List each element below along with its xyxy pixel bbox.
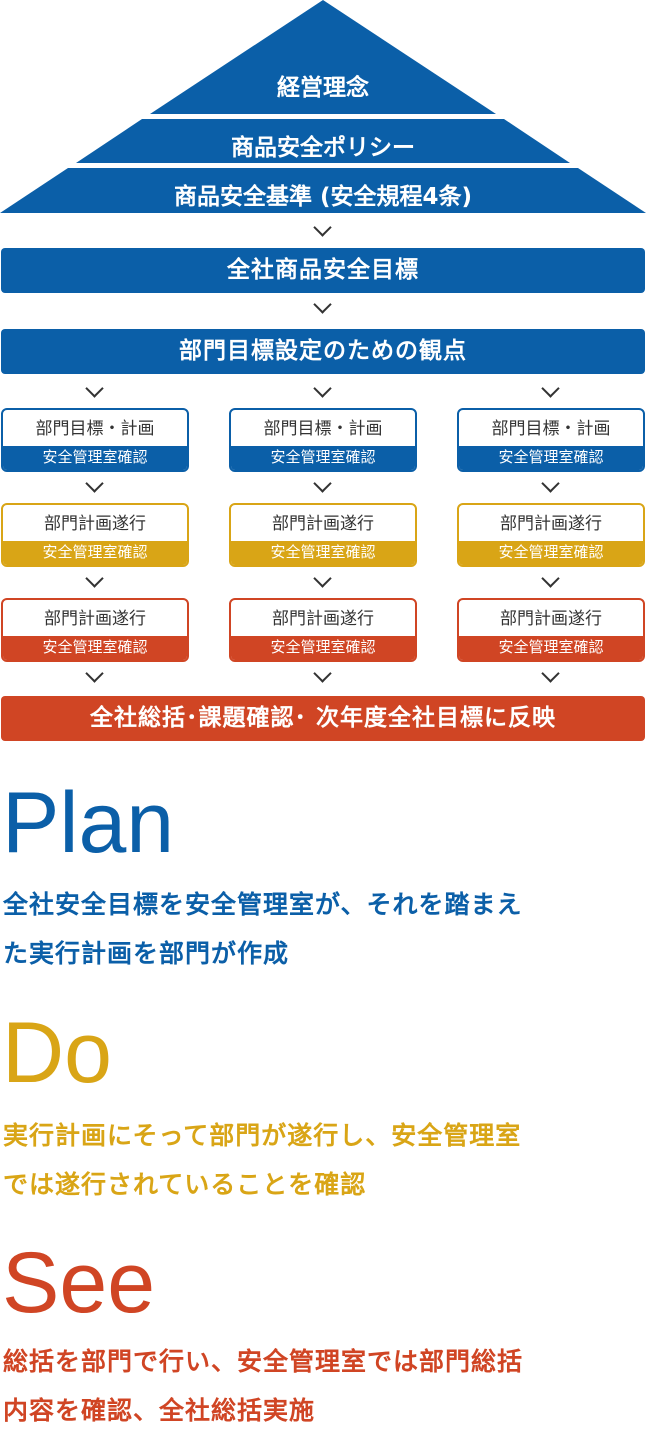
chevron-down-icon [541, 664, 560, 683]
step-title: 部門計画遂行 [500, 609, 602, 629]
pyramid [0, 0, 646, 213]
step-box: 部門目標・計画安全管理室確認 [1, 408, 189, 472]
chevron-down-icon [85, 664, 104, 683]
step-check: 安全管理室確認 [459, 446, 643, 470]
chevron-down-icon [313, 569, 332, 588]
step-box: 部門目標・計画安全管理室確認 [457, 408, 645, 472]
chevron-down-icon [313, 218, 332, 237]
desc-line: 内容を確認、全社総括実施 [3, 1396, 316, 1425]
chevron-down-icon [313, 664, 332, 683]
chevron-down-icon [85, 474, 104, 493]
chevron-down-icon [541, 474, 560, 493]
desc-line: では遂行されていることを確認 [3, 1170, 367, 1199]
step-check: 安全管理室確認 [3, 636, 187, 660]
step-title: 部門計画遂行 [44, 514, 146, 534]
step-box: 部門計画遂行安全管理室確認 [457, 503, 645, 567]
step-check: 安全管理室確認 [3, 541, 187, 565]
chevron-down-icon [541, 379, 560, 398]
see-description: 総括を部門で行い、安全管理室では部門総括内容を確認、全社総括実施 [3, 1337, 643, 1435]
step-title: 部門計画遂行 [272, 514, 374, 534]
pyramid-top [150, 0, 496, 114]
step-check: 安全管理室確認 [231, 636, 415, 660]
step-box: 部門計画遂行安全管理室確認 [1, 503, 189, 567]
see-title: See [2, 1235, 156, 1331]
plan-description: 全社安全目標を安全管理室が、それを踏まえた実行計画を部門が作成 [3, 880, 643, 978]
pyramid-middle [76, 119, 570, 163]
department-viewpoint: 部門目標設定のための観点 [1, 329, 645, 374]
chevron-down-icon [313, 474, 332, 493]
chevron-down-icon [85, 569, 104, 588]
desc-line: 全社安全目標を安全管理室が、それを踏まえ [3, 890, 523, 919]
step-check: 安全管理室確認 [459, 541, 643, 565]
desc-line: た実行計画を部門が作成 [3, 939, 290, 968]
step-check: 安全管理室確認 [3, 446, 187, 470]
step-check: 安全管理室確認 [231, 541, 415, 565]
step-box: 部門目標・計画安全管理室確認 [229, 408, 417, 472]
plan-title: Plan [2, 775, 175, 871]
chevron-down-icon [313, 295, 332, 314]
company-safety-goal: 全社商品安全目標 [1, 248, 645, 293]
step-box: 部門計画遂行安全管理室確認 [229, 503, 417, 567]
step-title: 部門目標・計画 [491, 419, 611, 439]
chevron-down-icon [85, 379, 104, 398]
step-box: 部門計画遂行安全管理室確認 [457, 598, 645, 662]
step-check: 安全管理室確認 [231, 446, 415, 470]
step-title: 部門計画遂行 [44, 609, 146, 629]
company-summary: 全社総括･課題確認･ 次年度全社目標に反映 [1, 696, 645, 741]
pyramid-bottom [0, 168, 646, 213]
desc-line: 実行計画にそって部門が遂行し、安全管理室 [3, 1121, 522, 1150]
management-philosophy: 経営理念 [277, 75, 369, 101]
chevron-down-icon [541, 569, 560, 588]
product-safety-standard: 商品安全基準 (安全規程4条) [173, 184, 473, 210]
desc-line: 総括を部門で行い、安全管理室では部門総括 [3, 1347, 524, 1376]
step-title: 部門目標・計画 [263, 419, 383, 439]
chevron-down-icon [313, 379, 332, 398]
step-box: 部門計画遂行安全管理室確認 [229, 598, 417, 662]
do-title: Do [2, 1005, 112, 1101]
step-title: 部門計画遂行 [500, 514, 602, 534]
step-check: 安全管理室確認 [459, 636, 643, 660]
product-safety-policy: 商品安全ポリシー [231, 135, 415, 161]
step-title: 部門目標・計画 [35, 419, 155, 439]
do-description: 実行計画にそって部門が遂行し、安全管理室では遂行されていることを確認 [3, 1111, 643, 1209]
step-title: 部門計画遂行 [272, 609, 374, 629]
step-box: 部門計画遂行安全管理室確認 [1, 598, 189, 662]
